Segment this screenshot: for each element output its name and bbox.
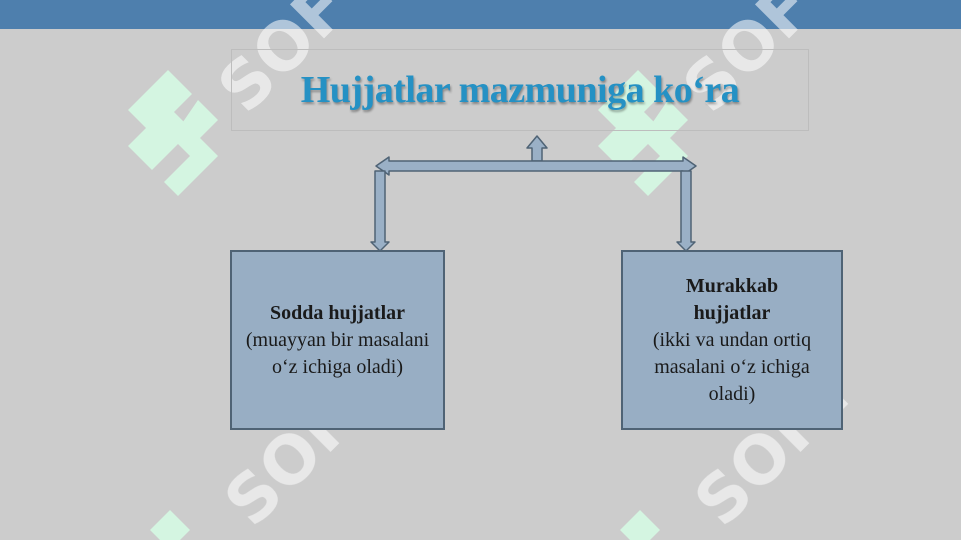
complex-documents-description: (ikki va undan ortiq masalani o‘z ichiga…	[652, 328, 812, 405]
complex-documents-box: Murakkab hujjatlar (ikki va undan ortiq …	[621, 250, 843, 430]
simple-documents-title: Sodda hujjatlar	[269, 301, 406, 324]
title-box: Hujjatlar mazmuniga ko‘ra	[231, 49, 809, 131]
top-bar	[0, 0, 961, 29]
complex-documents-title: Murakkab hujjatlar	[685, 274, 779, 324]
connector-down-arrow-left-icon	[370, 170, 390, 252]
simple-documents-description: (muayyan bir masalani o‘z ichiga oladi)	[245, 328, 430, 378]
page-title: Hujjatlar mazmuniga ko‘ra	[300, 69, 740, 111]
connector-horizontal-arrow-icon	[375, 156, 697, 176]
connector-up-arrow-icon	[526, 135, 548, 162]
simple-documents-box: Sodda hujjatlar (muayyan bir masalani o‘…	[230, 250, 445, 430]
connector-down-arrow-right-icon	[676, 170, 696, 252]
